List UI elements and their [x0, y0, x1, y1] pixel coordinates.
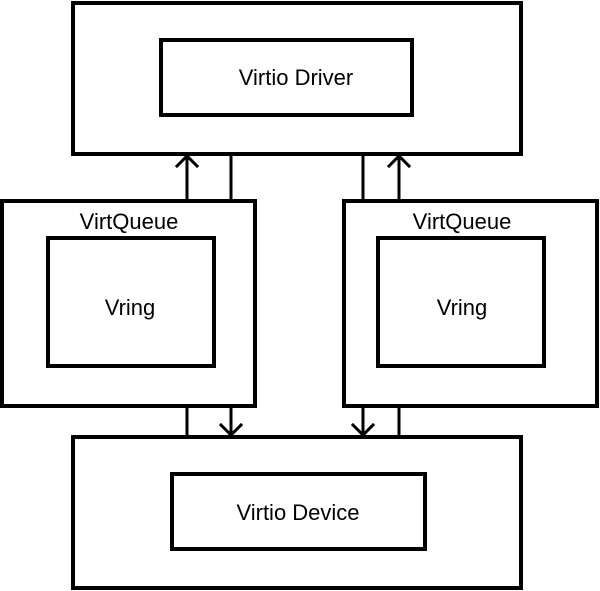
device-label: Virtio Device	[236, 500, 359, 525]
driver-inner-box	[159, 38, 414, 117]
right-vring-box	[376, 236, 546, 368]
right-vring-label: Vring	[437, 295, 488, 320]
right-up-arrow-head	[386, 153, 412, 169]
right-down-arrow-head	[350, 422, 376, 438]
left-up-arrow-head	[174, 153, 200, 169]
device-inner-box	[170, 472, 427, 551]
left-virtqueue-title: VirtQueue	[80, 209, 179, 234]
left-down-arrow-head	[218, 422, 244, 438]
right-virtqueue-title: VirtQueue	[413, 209, 512, 234]
left-vring-box	[46, 236, 216, 368]
left-vring-label: Vring	[105, 295, 156, 320]
driver-label: Virtio Driver	[239, 65, 354, 90]
